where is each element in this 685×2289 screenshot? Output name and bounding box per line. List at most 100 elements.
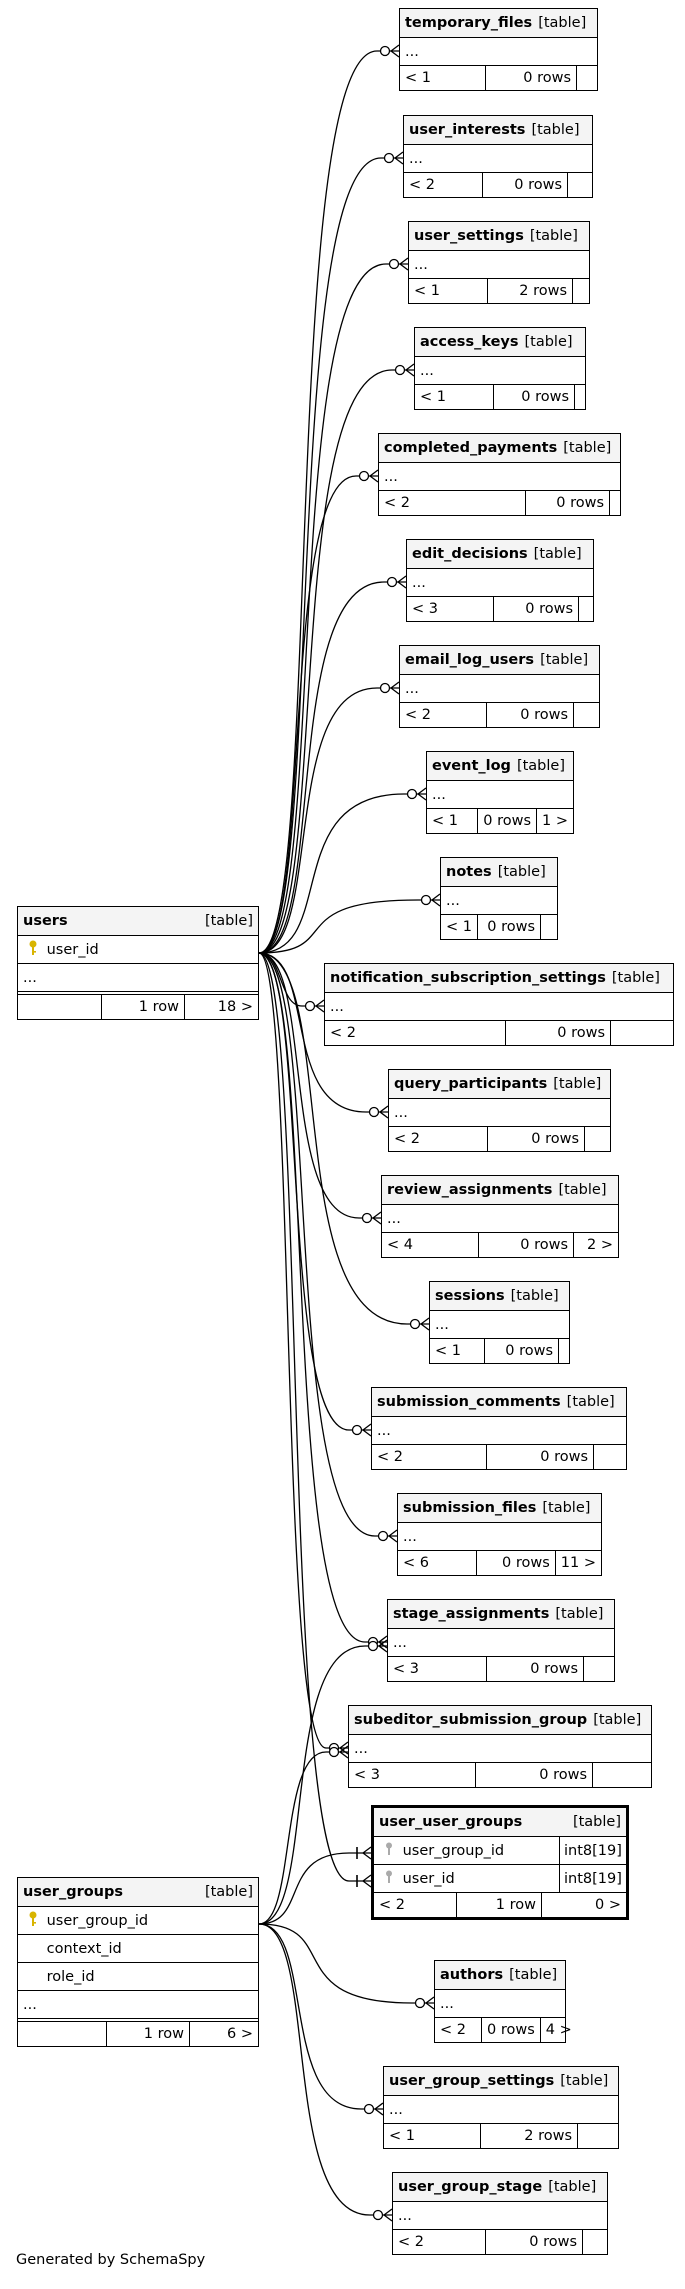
parent-count[interactable]: < 1 bbox=[389, 2128, 415, 2144]
children-count[interactable]: 11 > bbox=[554, 1551, 601, 1575]
optional-circle-marker bbox=[406, 788, 418, 800]
parent-count[interactable]: < 2 bbox=[330, 1025, 356, 1041]
crows-foot-marker bbox=[372, 1211, 382, 1225]
children-count[interactable] bbox=[610, 1021, 673, 1045]
table-type-label: [table] bbox=[204, 1884, 253, 1900]
parent-count[interactable]: < 2 bbox=[398, 2234, 424, 2250]
parent-count[interactable]: < 2 bbox=[405, 707, 431, 723]
children-count[interactable]: 18 > bbox=[184, 995, 258, 1019]
parent-count[interactable]: < 1 bbox=[420, 389, 446, 405]
parent-count[interactable]: < 2 bbox=[440, 2022, 466, 2038]
optional-circle-marker bbox=[367, 1640, 379, 1652]
optional-circle-marker bbox=[304, 1000, 316, 1012]
parent-count[interactable]: < 2 bbox=[394, 1131, 420, 1147]
foreign-key-icon bbox=[380, 1870, 398, 1888]
optional-circle-marker bbox=[372, 2209, 384, 2221]
table-notification-subscription-settings[interactable]: notification_subscription_settings[table… bbox=[324, 963, 674, 1046]
table-user-groups[interactable]: user_groups [table] user_group_id contex… bbox=[17, 1877, 259, 2047]
relationship-line bbox=[258, 50, 399, 954]
parent-count[interactable]: < 1 bbox=[432, 813, 458, 829]
children-count[interactable] bbox=[577, 2124, 618, 2148]
parent-count[interactable]: < 1 bbox=[446, 919, 472, 935]
children-count[interactable] bbox=[567, 173, 592, 197]
relationship-line bbox=[258, 952, 429, 1325]
parent-count[interactable]: < 1 bbox=[405, 70, 431, 86]
parent-count[interactable]: < 3 bbox=[412, 601, 438, 617]
column-row[interactable]: role_id bbox=[18, 1963, 258, 1991]
children-count[interactable] bbox=[572, 279, 589, 303]
crows-foot-marker bbox=[378, 1639, 388, 1653]
table-type-label: [table] bbox=[555, 1606, 604, 1622]
children-count[interactable] bbox=[582, 2230, 607, 2254]
children-count[interactable] bbox=[584, 1127, 610, 1151]
children-count[interactable] bbox=[578, 597, 593, 621]
children-count[interactable]: 1 > bbox=[536, 809, 573, 833]
parent-count[interactable]: < 3 bbox=[393, 1661, 419, 1677]
column-row[interactable]: user_id int8[19] bbox=[374, 1865, 626, 1893]
optional-circle-marker bbox=[363, 2103, 375, 2115]
crows-foot-marker bbox=[339, 1745, 349, 1759]
children-count[interactable] bbox=[609, 491, 620, 515]
more-columns: ... bbox=[400, 675, 599, 703]
parent-count[interactable]: < 3 bbox=[354, 1767, 380, 1783]
parent-count[interactable]: < 6 bbox=[403, 1555, 429, 1571]
children-count[interactable] bbox=[583, 1657, 614, 1681]
relationship-line bbox=[258, 157, 403, 954]
children-count[interactable] bbox=[593, 1445, 626, 1469]
column-row[interactable]: user_group_id bbox=[18, 1907, 258, 1935]
optional-circle-marker bbox=[383, 152, 395, 164]
column-row[interactable]: user_id bbox=[18, 936, 258, 964]
children-count[interactable]: 0 > bbox=[541, 1893, 626, 1917]
table-type-label: [table] bbox=[510, 1288, 559, 1304]
parent-count[interactable]: < 4 bbox=[387, 1237, 413, 1253]
optional-circle-marker bbox=[414, 1997, 426, 2009]
children-count[interactable] bbox=[576, 66, 597, 90]
children-count[interactable] bbox=[573, 703, 599, 727]
table-header: submission_comments[table] bbox=[372, 1388, 626, 1417]
parent-count[interactable]: < 2 bbox=[377, 1449, 403, 1465]
crows-foot-marker bbox=[405, 363, 415, 377]
parent-count[interactable]: < 2 bbox=[384, 495, 410, 511]
parent-count[interactable]: < 1 bbox=[414, 283, 440, 299]
relationship-line bbox=[258, 1751, 348, 1925]
parent-count[interactable]: < 2 bbox=[409, 177, 435, 193]
column-type: int8[19] bbox=[559, 1865, 626, 1892]
children-count[interactable] bbox=[592, 1763, 651, 1787]
row-count: 0 rows bbox=[481, 2018, 540, 2042]
children-count[interactable]: 4 > bbox=[539, 2018, 577, 2042]
parent-count[interactable]: < 1 bbox=[435, 1343, 461, 1359]
table-users[interactable]: users [table] user_id ... 1 row 18 > bbox=[17, 906, 259, 1020]
children-count[interactable]: 6 > bbox=[189, 2022, 258, 2046]
column-row[interactable]: user_group_id int8[19] bbox=[374, 1837, 626, 1865]
children-count[interactable] bbox=[540, 915, 557, 939]
children-count[interactable] bbox=[574, 385, 585, 409]
children-count[interactable]: 2 > bbox=[573, 1233, 618, 1257]
column-row[interactable]: context_id bbox=[18, 1935, 258, 1963]
children-count[interactable] bbox=[558, 1339, 569, 1363]
table-user-user-groups[interactable]: user_user_groups [table] user_group_id i… bbox=[371, 1805, 629, 1920]
table-header: user_groups [table] bbox=[18, 1878, 258, 1907]
